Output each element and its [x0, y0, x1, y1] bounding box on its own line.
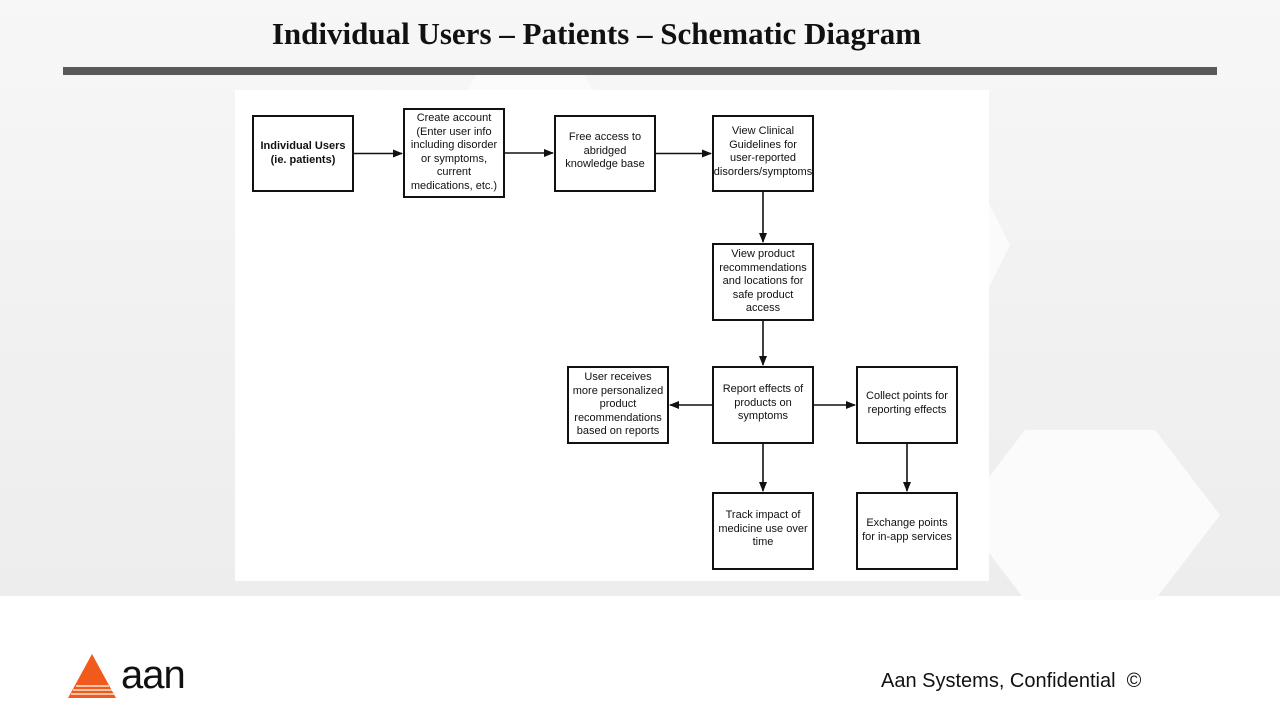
- background-hexagon: [960, 430, 1220, 600]
- node-view-guidelines: View Clinical Guidelines for user-report…: [712, 115, 814, 192]
- node-create-account: Create account (Enter user info includin…: [403, 108, 505, 198]
- logo-wordmark: aan: [121, 653, 186, 697]
- node-view-products: View product recommendations and locatio…: [712, 243, 814, 321]
- node-collect-points: Collect points for reporting effects: [856, 366, 958, 444]
- node-exchange-points: Exchange points for in-app services: [856, 492, 958, 570]
- slide-title: Individual Users – Patients – Schematic …: [271, 16, 922, 51]
- diagram-edges: [354, 149, 911, 492]
- aan-logo-icon: [68, 654, 116, 698]
- node-free-access: Free access to abridged knowledge base: [554, 115, 656, 192]
- node-personalized: User receives more personalized product …: [567, 366, 669, 444]
- node-individual-users: Individual Users (ie. patients): [252, 115, 354, 192]
- footer-confidential: Aan Systems, Confidential ©: [881, 670, 1142, 692]
- node-track-impact: Track impact of medicine use over time: [712, 492, 814, 570]
- title-rule: [63, 67, 1217, 75]
- node-report-effects: Report effects of products on symptoms: [712, 366, 814, 444]
- diagram-panel: Individual Users (ie. patients) Create a…: [235, 90, 989, 581]
